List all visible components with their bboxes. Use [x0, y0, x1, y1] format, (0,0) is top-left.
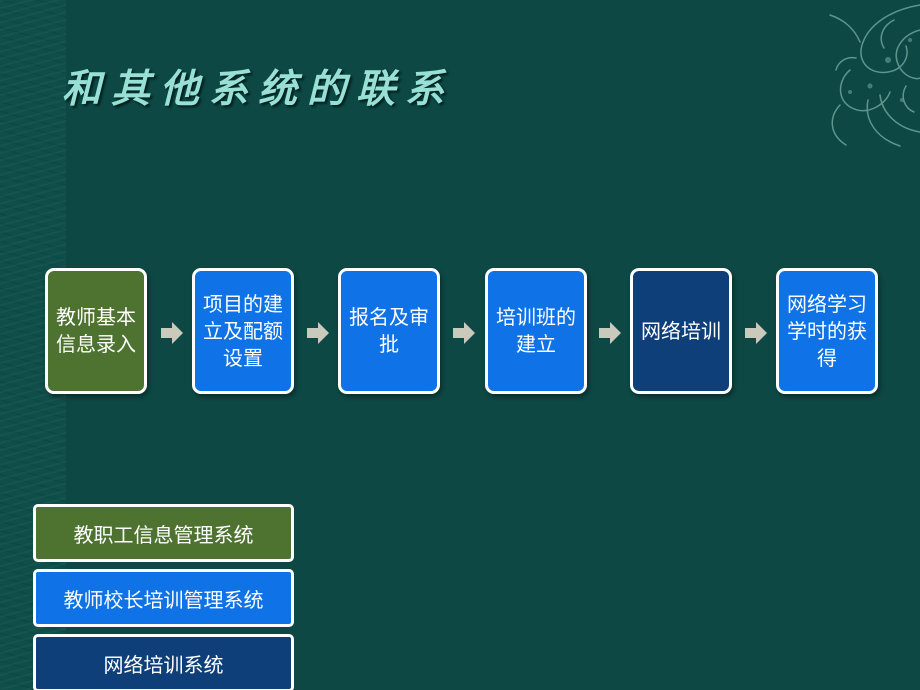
slide-title: 和其他系统的联系	[62, 66, 455, 112]
flow-step-project-quota-setup: 项目的建立及配额设置	[192, 268, 294, 394]
right-arrow-icon	[161, 322, 183, 344]
legend-staff-info-system: 教职工信息管理系统	[33, 504, 294, 562]
phoenix-ornament-icon	[829, 4, 920, 147]
legend-online-training-system: 网络培训系统	[33, 634, 294, 690]
flow-step-class-creation: 培训班的建立	[485, 268, 587, 394]
right-arrow-icon	[453, 322, 475, 344]
right-arrow-icon	[307, 322, 329, 344]
right-arrow-icon	[745, 322, 767, 344]
right-arrow-icon	[599, 322, 621, 344]
flow-step-credit-hours: 网络学习学时的获得	[776, 268, 878, 394]
legend-training-management-system: 教师校长培训管理系统	[33, 569, 294, 627]
flow-step-teacher-info-entry: 教师基本信息录入	[45, 268, 147, 394]
flow-step-registration-approval: 报名及审批	[338, 268, 440, 394]
flow-step-online-training: 网络培训	[630, 268, 732, 394]
